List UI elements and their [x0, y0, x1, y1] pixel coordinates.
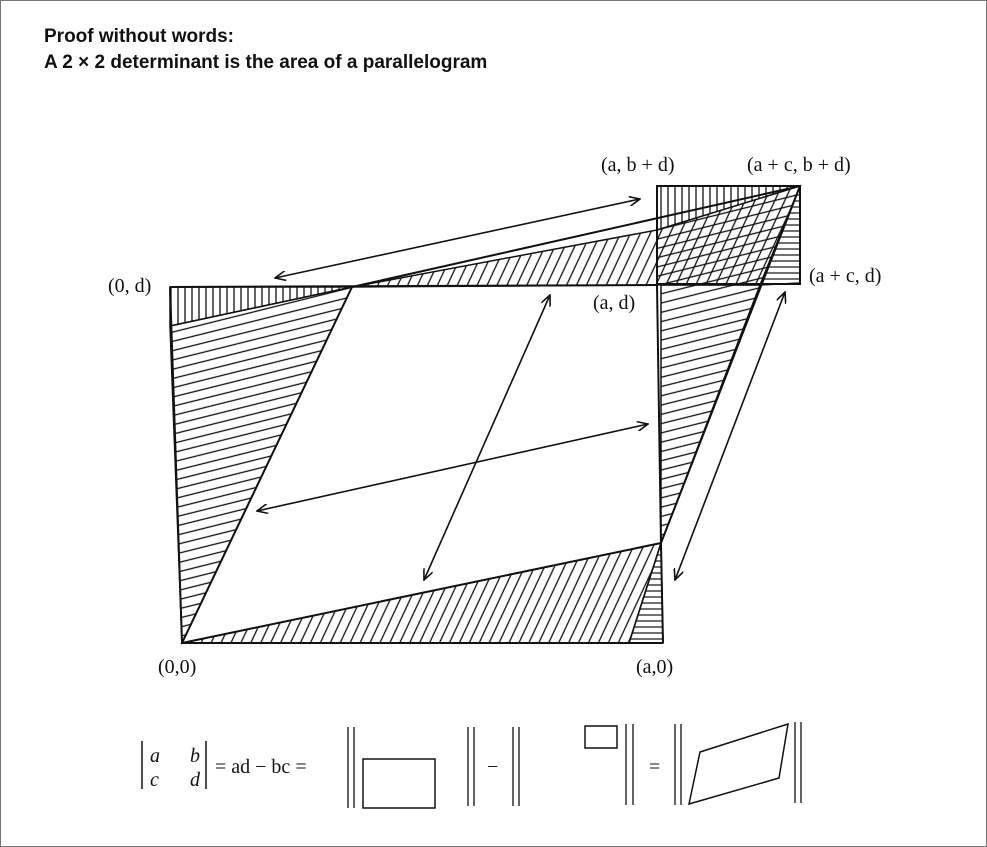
rectangle-right-edge: [656, 284, 664, 644]
matrix-b: b: [190, 745, 200, 767]
equals-sign: =: [649, 756, 660, 778]
label-0-d: (0, d): [108, 275, 151, 297]
equation-expression: = ad − bc =: [215, 756, 307, 778]
right-double-arrow: [675, 292, 785, 580]
top-right-rectangle: [656, 185, 801, 285]
matrix-c: c: [150, 769, 159, 791]
rectangle-ad-icon: [362, 758, 436, 809]
matrix-a: a: [150, 745, 160, 767]
rectangle-bc-icon: [584, 725, 618, 749]
label-a-d: (a, d): [593, 292, 635, 314]
title-line-1: Proof without words:: [44, 26, 234, 47]
determinant-equation: a b c d = ad − bc = − =: [141, 722, 802, 809]
horizontal-double-arrow: [257, 424, 648, 511]
rectangle-top-edge: [169, 284, 658, 288]
parallelogram-icon: [688, 722, 789, 806]
left-horizontal-hatched-triangle: [169, 285, 354, 644]
label-origin: (0,0): [158, 656, 196, 678]
title-line-2: A 2 × 2 determinant is the area of a par…: [44, 52, 488, 73]
top-diagonal-hatched-triangle: [351, 229, 658, 288]
label-a-plus-c-b-plus-d: (a + c, b + d): [747, 154, 851, 176]
label-a-b-plus-d: (a, b + d): [601, 154, 674, 176]
matrix-d: d: [190, 769, 201, 791]
minus-sign: −: [487, 756, 498, 778]
vertical-double-arrow: [424, 295, 550, 580]
label-a-0: (a,0): [636, 656, 673, 678]
label-a-plus-c-d: (a + c, d): [809, 265, 881, 287]
top-double-arrow: [275, 199, 640, 278]
